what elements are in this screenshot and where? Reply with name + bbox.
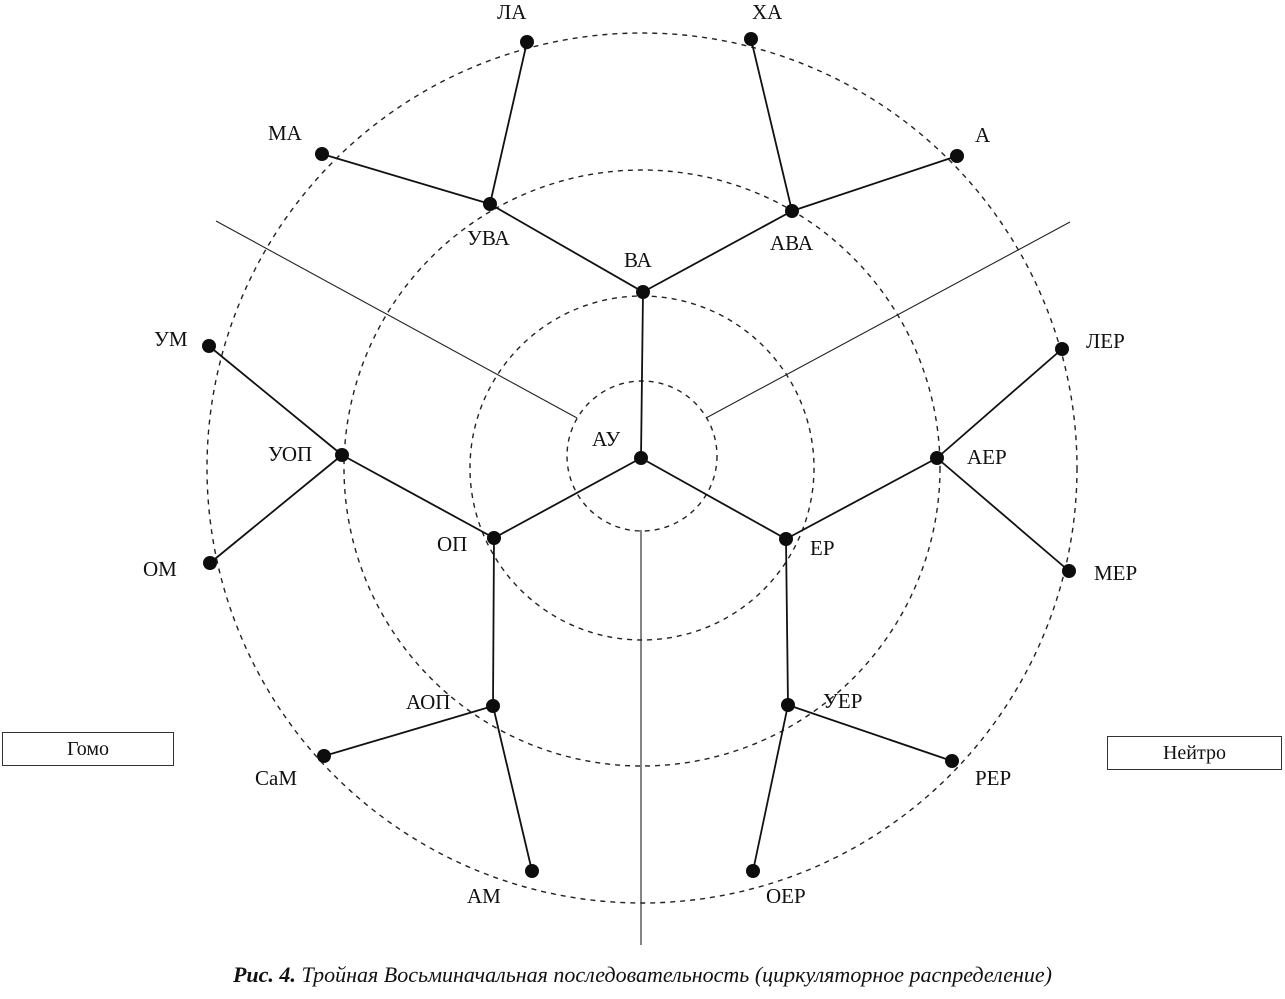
ring-third [343,169,941,767]
figure-number: Рис. 4. [232,962,296,987]
homo-box-label: Гомо [66,737,110,760]
node-aer [930,451,944,465]
label-va: ВА [624,248,653,272]
label-rer: РЕР [975,766,1011,790]
label-oer: ОЕР [766,884,806,908]
ring-outer [206,32,1078,904]
node-ha [744,32,758,46]
label-ava: АВА [770,231,814,255]
node-aop [486,699,500,713]
label-er: ЕР [810,536,835,560]
edges [208,38,1070,872]
node-au [634,451,648,465]
label-op: ОП [437,532,467,556]
label-sam: СаМ [255,766,297,790]
label-aop: АОП [406,690,450,714]
label-uop: УОП [268,442,312,466]
node-am [525,864,539,878]
node-ler [1055,342,1069,356]
node-ma [315,147,329,161]
node-om [203,556,217,570]
label-aer: АЕР [967,445,1007,469]
label-mer: МЕР [1094,561,1137,585]
label-la: ЛА [497,0,527,24]
node-rer [945,754,959,768]
label-au: АУ [592,427,620,451]
node-ava [785,204,799,218]
node-oer [746,864,760,878]
neutro-box-label: Нейтро [1162,741,1226,764]
nodes [202,32,1076,878]
label-am: АМ [467,884,501,908]
figure-caption: Рис. 4. Тройная Восьминачальная последов… [0,962,1285,988]
node-uer [781,698,795,712]
homo-box: Гомо [2,732,174,766]
node-labels: ЛА ХА МА А УВА АВА ВА УМ ЛЕР УОП АУ АЕР … [143,0,1137,908]
neutro-box: Нейтро [1107,736,1282,770]
node-uva [483,197,497,211]
label-a: А [975,123,991,147]
node-er [779,532,793,546]
label-ler: ЛЕР [1086,329,1125,353]
label-om: ОМ [143,557,177,581]
node-va [636,285,650,299]
label-ha: ХА [752,0,783,24]
node-um [202,339,216,353]
label-uer: УЕР [823,689,862,713]
node-op [487,531,501,545]
figure-caption-text: Тройная Восьминачальная последовательнос… [301,962,1053,987]
label-um: УМ [154,327,188,351]
node-la [520,35,534,49]
label-ma: МА [268,121,303,145]
node-uop [335,448,349,462]
label-uva: УВА [467,226,511,250]
node-sam [317,749,331,763]
node-a [950,149,964,163]
node-mer [1062,564,1076,578]
axis-upper-right [705,221,1071,419]
axis-upper-left [215,220,578,419]
